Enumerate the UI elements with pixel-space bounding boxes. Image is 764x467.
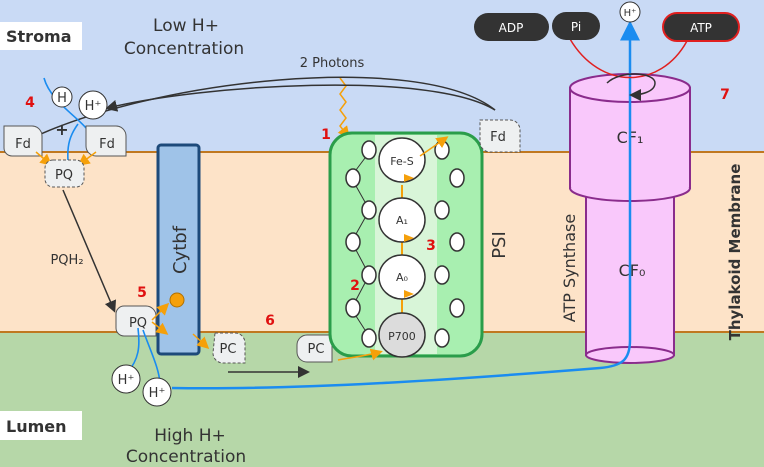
svg-text:PC: PC xyxy=(220,342,237,357)
low-conc-line2: Concentration xyxy=(124,39,244,59)
electron-arrow xyxy=(337,348,383,361)
svg-text:PC: PC xyxy=(308,342,325,357)
electron-arrow xyxy=(419,136,449,157)
pq-bottom: PQ xyxy=(115,305,157,337)
rotation-arrow-icon xyxy=(606,73,656,101)
svg-text:Fd: Fd xyxy=(15,137,31,152)
fd-left: Fd xyxy=(3,125,43,157)
proton-line-stroma-2 xyxy=(67,123,79,161)
pqh2-label: PQH₂ xyxy=(50,253,83,268)
svg-text:Fd: Fd xyxy=(99,137,115,152)
high-conc-line1: High H+ xyxy=(154,426,226,446)
electron-arrow xyxy=(151,321,169,335)
svg-text:Cytbf: Cytbf xyxy=(170,225,191,274)
svg-text:H⁺: H⁺ xyxy=(118,373,135,388)
svg-text:Pi: Pi xyxy=(571,20,581,34)
pc-left: PC xyxy=(212,332,246,364)
electron-arrow xyxy=(151,302,170,321)
pqh2-arrow xyxy=(62,189,117,313)
step-4: 4 xyxy=(25,95,35,111)
h-atom: H xyxy=(51,86,73,108)
fes-label: Fe-S xyxy=(390,155,413,168)
atp-synthase-label: ATP Synthase xyxy=(560,214,579,322)
fd-right: Fd xyxy=(85,125,127,157)
pi-pill: Pi xyxy=(552,12,600,40)
stroma-label-box xyxy=(0,22,82,50)
step-1: 1 xyxy=(321,127,331,143)
a0-label: A₀ xyxy=(396,271,409,284)
svg-text:H⁺: H⁺ xyxy=(149,386,166,401)
psi-complex: Fe-S A₁ A₀ P700 PSI xyxy=(328,131,510,358)
lumen-label: Lumen xyxy=(6,417,67,436)
adp-pill: ADP xyxy=(474,13,549,41)
cytbf-complex: Cytbf xyxy=(156,143,201,356)
step-5: 5 xyxy=(137,285,147,301)
pc-right: PC xyxy=(296,334,333,363)
lumen-label-box xyxy=(0,411,82,440)
step-7: 7 xyxy=(720,87,730,103)
fd-return-arrow-right xyxy=(105,84,496,112)
a1-label: A₁ xyxy=(396,214,408,227)
plus-sign: + xyxy=(55,120,68,139)
high-conc-line2: Concentration xyxy=(126,447,246,467)
low-conc-line1: Low H+ xyxy=(153,16,219,36)
p700-label: P700 xyxy=(388,330,416,343)
proton-lumen-1: H⁺ xyxy=(111,364,141,394)
photons-label: 2 Photons xyxy=(300,56,365,71)
membrane-label: Thylakoid Membrane xyxy=(726,164,744,341)
photon-wave xyxy=(337,77,350,139)
svg-text:H: H xyxy=(57,91,67,106)
svg-text:H⁺: H⁺ xyxy=(85,99,102,114)
proton-top: H⁺ xyxy=(619,1,641,23)
atp-pill: ATP xyxy=(662,12,740,42)
svg-text:H⁺: H⁺ xyxy=(624,8,637,19)
proton-lumen-2: H⁺ xyxy=(142,377,172,407)
proton-flow-path xyxy=(171,20,640,390)
electron-arrow xyxy=(192,333,210,350)
phosphorylation-line xyxy=(569,38,688,79)
svg-text:PQ: PQ xyxy=(55,168,73,183)
svg-text:ADP: ADP xyxy=(499,21,524,35)
svg-text:ATP: ATP xyxy=(690,21,712,35)
svg-text:PQ: PQ xyxy=(129,316,147,331)
step-2: 2 xyxy=(350,278,360,294)
step-6: 6 xyxy=(265,313,275,329)
proton-stroma: H⁺ xyxy=(78,90,108,120)
electron-arrow xyxy=(77,151,97,166)
cf0-label: CF₀ xyxy=(619,261,646,280)
fd-psi: Fd xyxy=(479,119,521,153)
step-3: 3 xyxy=(426,238,436,254)
stroma-label: Stroma xyxy=(6,27,72,46)
pq-top: PQ xyxy=(44,159,85,188)
psi-label: PSI xyxy=(489,231,510,259)
svg-text:Fd: Fd xyxy=(490,130,506,145)
